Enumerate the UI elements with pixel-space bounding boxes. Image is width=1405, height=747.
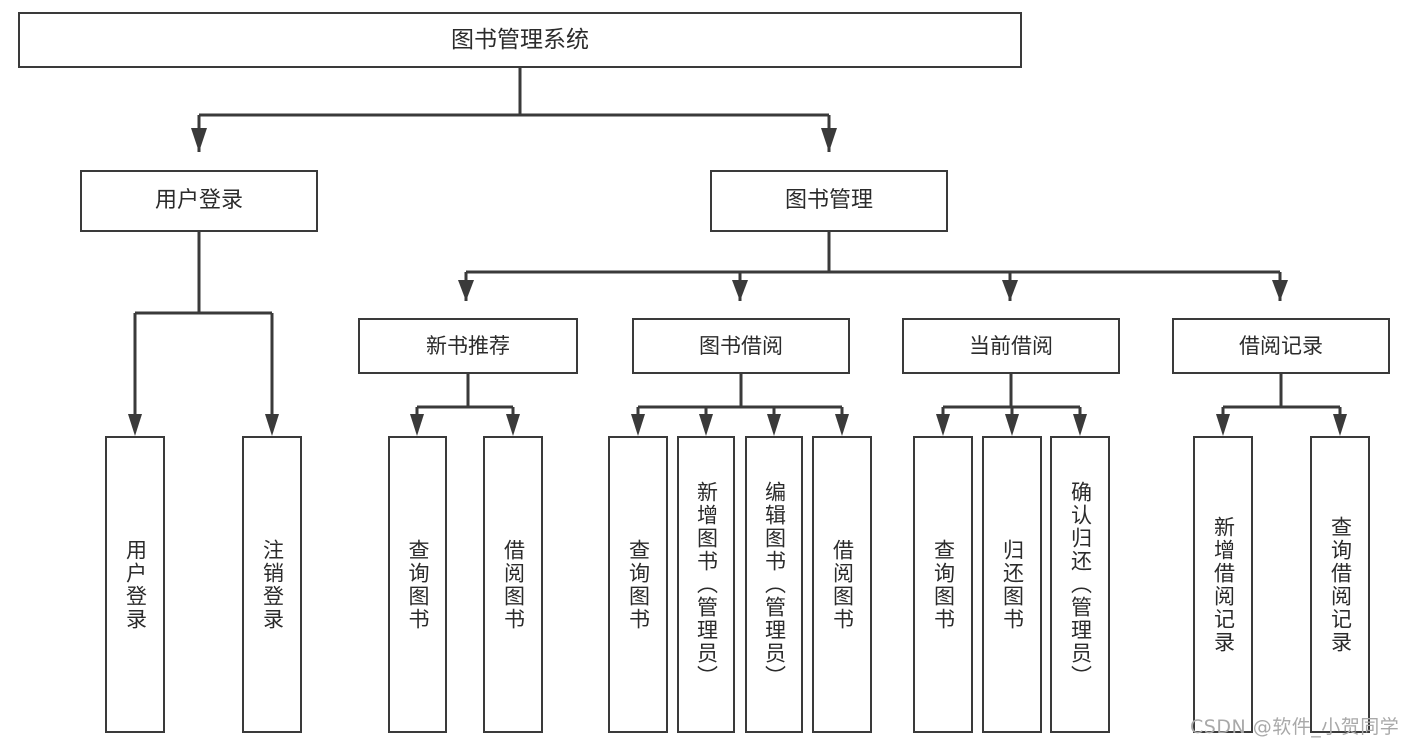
node-leaf-query-book-2-label: 查询图书 <box>626 538 651 631</box>
node-current-borrow[interactable]: 当前借阅 <box>902 318 1120 374</box>
node-leaf-query-record-label: 查询借阅记录 <box>1328 515 1353 654</box>
node-leaf-user-logout-label: 注销登录 <box>260 538 285 631</box>
arrowhead-leaf-borrow-book-2 <box>835 414 849 436</box>
node-leaf-user-login[interactable]: 用户登录 <box>105 436 165 733</box>
node-leaf-edit-book[interactable]: 编辑图书（管理员） <box>745 436 803 733</box>
node-new-book-rec-label: 新书推荐 <box>426 333 510 358</box>
node-leaf-add-record[interactable]: 新增借阅记录 <box>1193 436 1253 733</box>
node-book-manage-label: 图书管理 <box>784 188 873 214</box>
node-leaf-borrow-book-1-label: 借阅图书 <box>501 538 526 631</box>
arrowhead-current-borrow <box>1002 280 1018 301</box>
arrowhead-book-manage <box>821 128 837 152</box>
node-leaf-borrow-book-2[interactable]: 借阅图书 <box>812 436 872 733</box>
node-leaf-return-book[interactable]: 归还图书 <box>982 436 1042 733</box>
arrowhead-leaf-query-book-3 <box>936 414 950 436</box>
arrowheads <box>128 128 1347 436</box>
node-leaf-query-book-3[interactable]: 查询图书 <box>913 436 973 733</box>
node-book-borrow-label: 图书借阅 <box>699 333 783 358</box>
arrowhead-borrow-record <box>1272 280 1288 301</box>
node-new-book-rec[interactable]: 新书推荐 <box>358 318 578 374</box>
arrowhead-leaf-edit-book <box>767 414 781 436</box>
node-leaf-query-record[interactable]: 查询借阅记录 <box>1310 436 1370 733</box>
arrowhead-leaf-user-login <box>128 414 142 436</box>
node-leaf-borrow-book-1[interactable]: 借阅图书 <box>483 436 543 733</box>
arrowhead-new-book-rec <box>458 280 474 301</box>
arrowhead-leaf-add-record <box>1216 414 1230 436</box>
node-book-manage[interactable]: 图书管理 <box>710 170 948 232</box>
node-leaf-add-book-label: 新增图书（管理员） <box>694 481 719 688</box>
node-root[interactable]: 图书管理系统 <box>18 12 1022 68</box>
node-root-label: 图书管理系统 <box>451 26 589 53</box>
node-leaf-confirm-return[interactable]: 确认归还（管理员） <box>1050 436 1110 733</box>
node-leaf-query-book-3-label: 查询图书 <box>931 538 956 631</box>
node-leaf-borrow-book-2-label: 借阅图书 <box>830 538 855 631</box>
node-leaf-confirm-return-label: 确认归还（管理员） <box>1068 481 1093 688</box>
node-leaf-query-book-1[interactable]: 查询图书 <box>388 436 447 733</box>
node-user-login-label: 用户登录 <box>154 188 243 214</box>
arrowhead-leaf-add-book <box>699 414 713 436</box>
arrowhead-leaf-query-record <box>1333 414 1347 436</box>
node-leaf-edit-book-label: 编辑图书（管理员） <box>762 481 787 688</box>
arrowhead-leaf-borrow-book-1 <box>506 414 520 436</box>
arrowhead-book-borrow <box>732 280 748 301</box>
node-leaf-add-book[interactable]: 新增图书（管理员） <box>677 436 735 733</box>
arrowhead-leaf-return-book <box>1005 414 1019 436</box>
node-borrow-record[interactable]: 借阅记录 <box>1172 318 1390 374</box>
node-book-borrow[interactable]: 图书借阅 <box>632 318 850 374</box>
node-leaf-return-book-label: 归还图书 <box>1000 538 1025 631</box>
arrowhead-user-login <box>191 128 207 152</box>
node-leaf-query-book-2[interactable]: 查询图书 <box>608 436 668 733</box>
node-leaf-query-book-1-label: 查询图书 <box>406 538 430 631</box>
node-leaf-user-login-label: 用户登录 <box>123 538 148 631</box>
node-current-borrow-label: 当前借阅 <box>969 333 1053 358</box>
node-leaf-add-record-label: 新增借阅记录 <box>1211 515 1236 654</box>
node-leaf-user-logout[interactable]: 注销登录 <box>242 436 302 733</box>
arrowhead-leaf-query-book-2 <box>631 414 645 436</box>
node-user-login[interactable]: 用户登录 <box>80 170 318 232</box>
arrowhead-leaf-user-logout <box>265 414 279 436</box>
arrowhead-leaf-query-book-1 <box>410 414 424 436</box>
arrowhead-leaf-confirm-return <box>1073 414 1087 436</box>
node-borrow-record-label: 借阅记录 <box>1239 333 1323 358</box>
watermark: CSDN @软件_小贺同学 <box>1190 716 1400 738</box>
